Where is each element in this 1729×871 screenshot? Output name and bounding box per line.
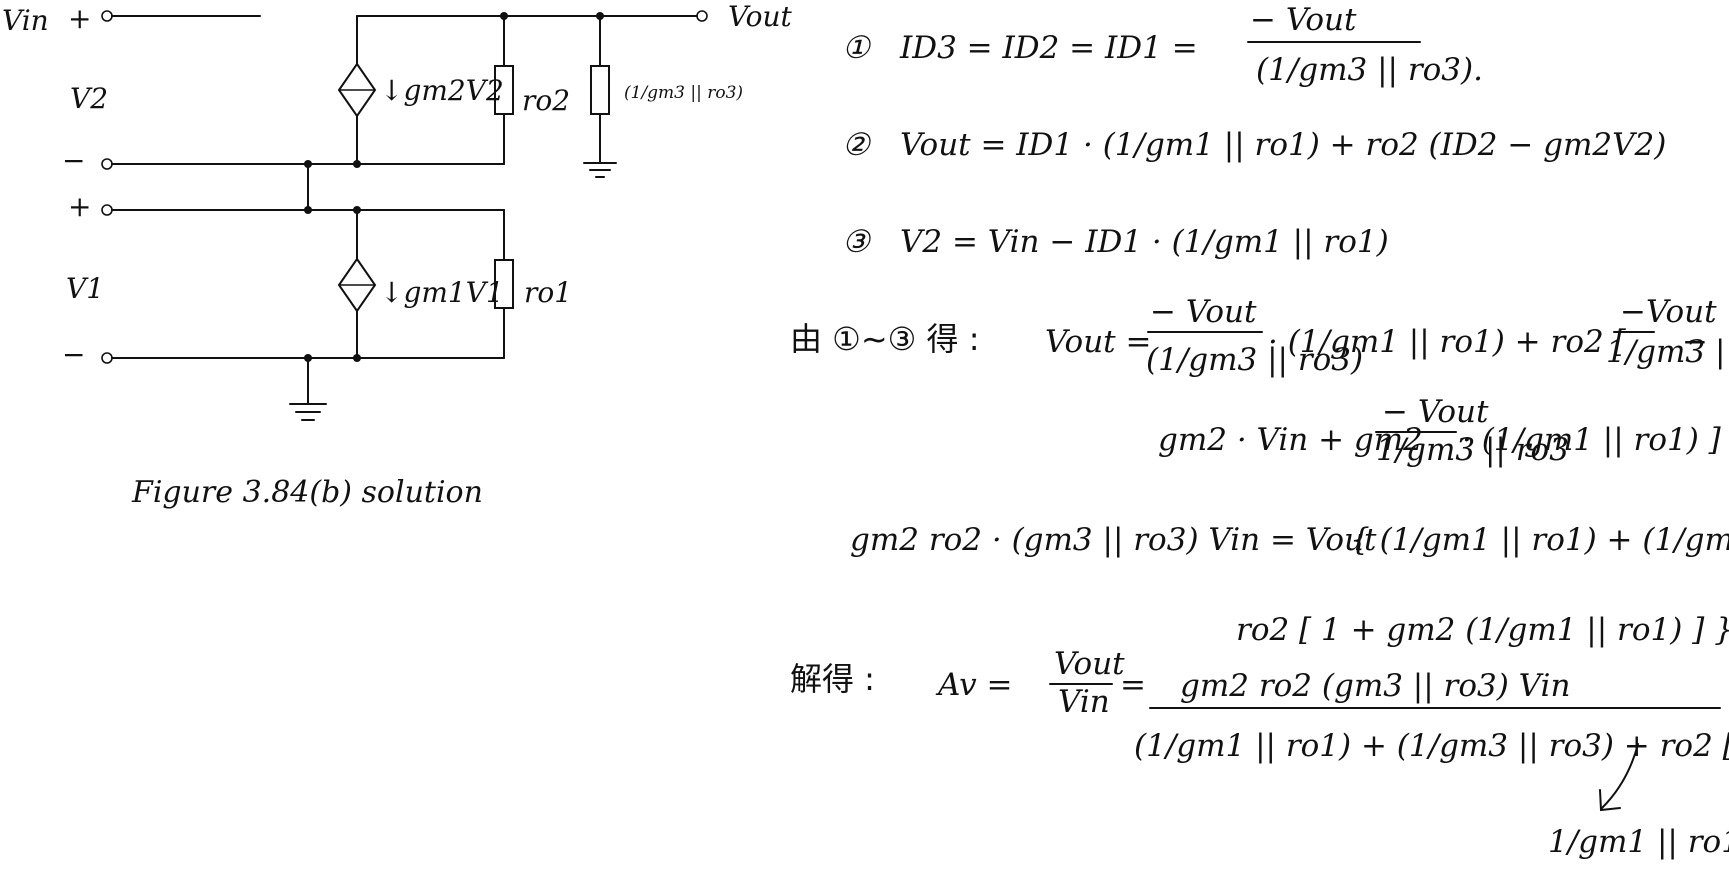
av-denominator: (1/gm1 || ro1) + (1/gm3 || ro3) + ro2 [ … — [1134, 728, 1729, 764]
step-middle: · (1/gm1 || ro1) + ro2 [ — [1268, 324, 1627, 360]
eq1-numerator: − Vout — [1250, 2, 1357, 38]
circuit-diagram: Vin + Vout V2 − ↓gm2V2 ro2 — [2, 0, 793, 510]
step-line2-start: gm2 · Vin + gm2 — [1158, 422, 1423, 458]
gm2v2-label: ↓gm2V2 — [380, 74, 504, 107]
annotation-arrow-icon — [1601, 743, 1639, 809]
v2-minus-terminal — [101, 158, 113, 170]
eq1-denominator: (1/gm3 || ro3). — [1256, 52, 1483, 88]
junction-dot — [353, 354, 361, 362]
vout-terminal — [696, 10, 708, 22]
junction-dot — [304, 206, 312, 214]
v2-label: V2 — [70, 82, 108, 115]
arrow-head-icon — [1599, 789, 1621, 812]
step-numerator: − Vout — [1150, 294, 1257, 330]
vin-plus-sign: + — [68, 2, 91, 35]
vin-label: Vin — [2, 4, 49, 37]
result-line1: { (1/gm1 || ro1) + (1/gm3 || ro3) + — [1350, 522, 1729, 558]
eq2-marker: ② — [842, 127, 872, 163]
step-numerator-2: −Vout — [1620, 294, 1717, 330]
step-label: 由 ①~③ 得 : — [790, 320, 980, 358]
v1-plus-terminal — [101, 204, 113, 216]
step-lhs: Vout = — [1045, 324, 1151, 360]
v2-minus-sign: − — [62, 144, 85, 177]
av-numerator: gm2 ro2 (gm3 || ro3) Vin — [1180, 668, 1570, 704]
av-lhs: Av = — [935, 667, 1012, 703]
ro1-label: ro1 — [524, 276, 572, 309]
vout-label: Vout — [728, 0, 793, 33]
ro3-label: (1/gm3 || ro3) — [624, 83, 743, 103]
result-line2: ro2 [ 1 + gm2 (1/gm1 || ro1) ] } — [1236, 612, 1729, 648]
v1-label: V1 — [66, 272, 104, 305]
v1-minus-sign: − — [62, 338, 85, 371]
vin-terminal — [101, 10, 113, 22]
eq1-marker: ① — [842, 30, 872, 66]
eq2-text: Vout = ID1 · (1/gm1 || ro1) + ro2 (ID2 −… — [900, 127, 1666, 163]
result-lhs: gm2 ro2 · (gm3 || ro3) Vin = Vout — [850, 522, 1377, 558]
gm1v1-label: ↓gm1V1 — [380, 276, 504, 309]
eq3-marker: ③ — [842, 224, 872, 260]
step-denominator: (1/gm3 || ro3) — [1146, 342, 1363, 378]
ro2-label: ro2 — [522, 84, 570, 117]
step-line2-end: · (1/gm1 || ro1) ] — [1462, 422, 1722, 458]
v1-plus-sign: + — [68, 190, 91, 223]
step-numerator-3: − Vout — [1382, 394, 1489, 430]
av-fraction-den: Vin — [1058, 684, 1110, 720]
av-fraction-num: Vout — [1054, 646, 1125, 682]
step-tail: − — [1682, 324, 1708, 360]
av-equals: = — [1120, 667, 1146, 703]
eq3-text: V2 = Vin − ID1 · (1/gm1 || ro1) — [900, 224, 1389, 260]
v1-minus-terminal — [101, 352, 113, 364]
load-resistor — [590, 65, 610, 115]
figure-caption: Figure 3.84(b) solution — [131, 475, 483, 510]
eq1-lhs: ID3 = ID2 = ID1 = — [899, 30, 1198, 66]
arrow-annotation: 1/gm1 || ro1 — [1548, 824, 1729, 860]
step-denominator-3: 1/gm3 || ro3 — [1376, 432, 1569, 468]
derivation: ① ID3 = ID2 = ID1 = − Vout (1/gm3 || ro3… — [790, 2, 1729, 860]
solve-label: 解得 : — [790, 660, 875, 698]
step-denominator-2: 1/gm3 || ro3 — [1606, 334, 1729, 370]
